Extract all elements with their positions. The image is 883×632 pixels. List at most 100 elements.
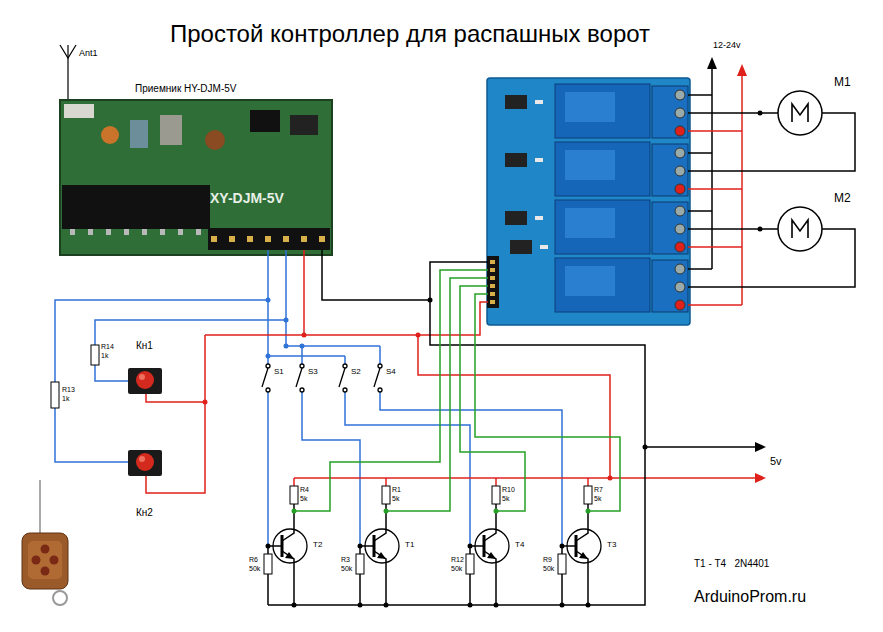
part-label: R14 bbox=[100, 343, 115, 351]
part-label: T3 bbox=[606, 540, 617, 549]
red-wires-part bbox=[293, 478, 295, 486]
relay-module-part-part bbox=[675, 242, 685, 252]
red-wires bbox=[146, 250, 766, 493]
receiver-board-part-part bbox=[160, 229, 165, 235]
transistor-stages-part-part bbox=[266, 544, 271, 549]
power-wires-part bbox=[688, 130, 742, 132]
motor-wires-part bbox=[688, 113, 855, 171]
switches-part bbox=[343, 388, 347, 392]
transistor-stages-part-part bbox=[468, 544, 473, 549]
buttons-part bbox=[51, 382, 59, 408]
relay-module-part-part bbox=[490, 268, 495, 272]
blue-wires-part-part bbox=[266, 354, 271, 359]
red-wires-part bbox=[385, 478, 387, 486]
red-wires-part bbox=[303, 250, 305, 335]
part-label: 50k bbox=[450, 565, 463, 573]
relay-module-part-part bbox=[675, 126, 685, 136]
transistor-stages bbox=[264, 486, 601, 608]
remote-fob-part bbox=[41, 567, 50, 576]
power-wires-part bbox=[688, 304, 742, 306]
red-wires-part bbox=[146, 335, 205, 493]
power-wires bbox=[688, 57, 747, 305]
part-label: Ant1 bbox=[78, 48, 99, 58]
power-wires-part bbox=[688, 210, 712, 212]
blue-wires-part bbox=[268, 355, 345, 357]
part-label: 50k bbox=[542, 565, 555, 573]
part-label: 5k bbox=[391, 495, 400, 503]
part-label: 5k bbox=[299, 495, 308, 503]
relay-module-part bbox=[565, 208, 615, 238]
receiver-board-part-part bbox=[319, 236, 325, 242]
receiver-board-part-part bbox=[196, 229, 201, 235]
receiver-board-part-part bbox=[124, 229, 129, 235]
transistor-stages-part bbox=[268, 504, 588, 605]
green-wires-part bbox=[292, 509, 591, 514]
power-wires-part bbox=[688, 188, 742, 190]
part-label: T1 bbox=[404, 540, 415, 549]
motor-wires-part-part bbox=[758, 111, 763, 116]
power-wires-part bbox=[688, 268, 712, 270]
blue-wires-part bbox=[267, 392, 269, 546]
part-label: R9 bbox=[542, 556, 553, 564]
transistor-stages-part-part bbox=[558, 554, 566, 574]
relay-module-part bbox=[505, 153, 527, 167]
green-wires-part-part bbox=[586, 509, 591, 514]
relay-module-part-part bbox=[675, 224, 685, 234]
transistor-stages-part-part bbox=[494, 603, 499, 608]
motor-circle bbox=[778, 207, 822, 251]
remote-fob-part bbox=[41, 545, 50, 554]
receiver-board-part-part bbox=[178, 229, 183, 235]
black-wires-part bbox=[755, 442, 766, 452]
red-wires-part bbox=[587, 478, 589, 486]
relay-module-part-part bbox=[540, 245, 548, 249]
transistor-stages-part-part bbox=[495, 576, 497, 605]
node-text: M1 bbox=[833, 76, 852, 90]
relay-module-part-part bbox=[490, 292, 495, 296]
switches-part bbox=[262, 368, 268, 387]
transistor-stages-part bbox=[470, 516, 509, 576]
red-wires-part bbox=[146, 394, 205, 402]
switches-part bbox=[343, 364, 347, 368]
receiver-module: Приемник HY-DJM-5VXY-DJM-5V bbox=[60, 82, 332, 257]
blue-wires-part bbox=[380, 392, 562, 546]
relay-module-part-part bbox=[535, 100, 543, 104]
part-label: 1k bbox=[61, 395, 70, 403]
relay-module-part bbox=[652, 144, 688, 196]
black-wires-part-part bbox=[643, 445, 648, 450]
relay-module-part bbox=[555, 84, 650, 138]
receiver-board-part-part bbox=[301, 236, 307, 242]
transistor-stages-part-part bbox=[358, 544, 363, 549]
motor-wires-part bbox=[688, 112, 778, 114]
green-wires-part bbox=[386, 278, 488, 511]
receiver-board-part bbox=[290, 115, 318, 135]
black-wires-part bbox=[268, 262, 645, 605]
relay-module-part-part bbox=[675, 148, 685, 158]
relay-module-part bbox=[652, 260, 688, 312]
power-wires-part bbox=[707, 57, 717, 69]
transistor-stages-part-part bbox=[584, 486, 592, 504]
black-wires-part bbox=[645, 446, 758, 448]
transistor-stages-part-part bbox=[293, 576, 295, 605]
part-label: S4 bbox=[385, 367, 397, 376]
relay-module-part bbox=[555, 142, 650, 196]
receiver-board-part-part bbox=[88, 229, 93, 235]
receiver-board-part bbox=[70, 229, 201, 235]
transistor-stages-part-part bbox=[385, 576, 387, 605]
red-wires-part bbox=[205, 302, 488, 335]
relay-module-part-part bbox=[675, 166, 685, 176]
switches-part bbox=[266, 364, 270, 368]
buttons-part bbox=[128, 450, 162, 476]
relay-module-part bbox=[565, 266, 615, 296]
part-label: ArduinoProm.ru bbox=[693, 588, 807, 606]
receiver-board-part-part bbox=[229, 236, 235, 242]
transistor-stages-part-part bbox=[561, 574, 563, 605]
receiver-board-part bbox=[160, 115, 182, 145]
receiver-board-part bbox=[101, 126, 119, 144]
antenna-part bbox=[60, 45, 76, 58]
transistor-stages-part-part bbox=[267, 574, 269, 605]
blue-wires-part-part bbox=[266, 298, 271, 303]
part-label: R7 bbox=[593, 486, 604, 494]
buttons-part bbox=[128, 368, 162, 394]
part-label: 1k bbox=[100, 352, 109, 360]
transistor-stages-part bbox=[360, 516, 399, 576]
